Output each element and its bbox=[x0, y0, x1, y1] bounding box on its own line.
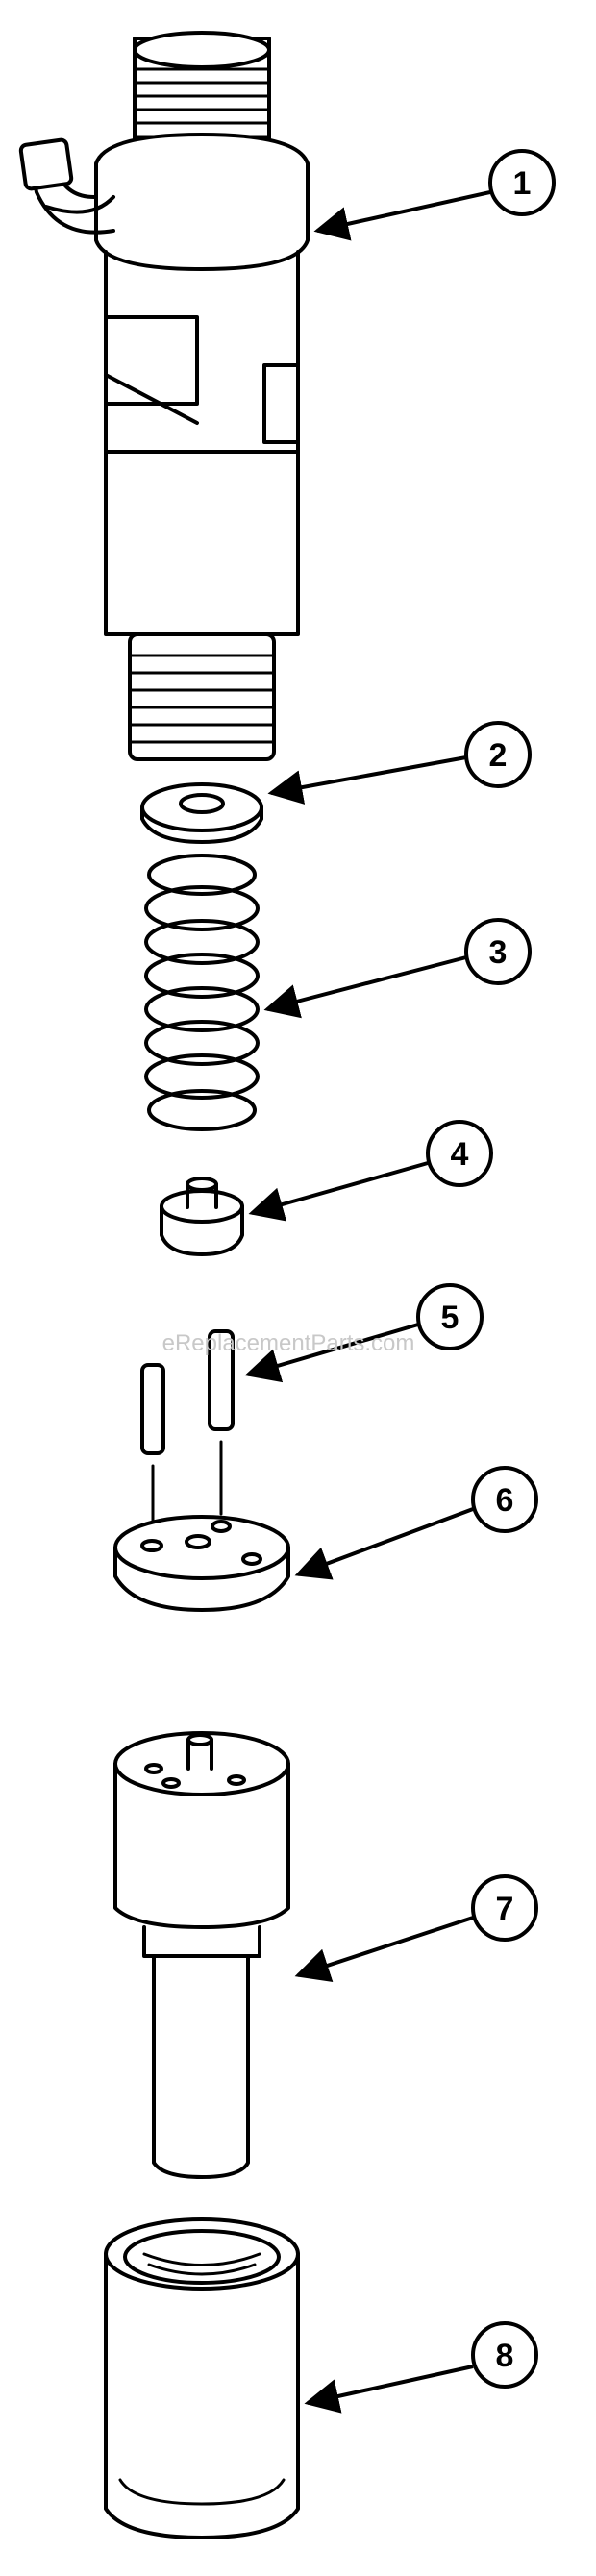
spring-seat-drawing bbox=[160, 1177, 244, 1256]
callout-label-1: 1 bbox=[513, 165, 532, 202]
leader-arrow-8 bbox=[304, 2365, 474, 2414]
dowel-pins-drawing bbox=[140, 1329, 235, 1535]
callout-label-5: 5 bbox=[441, 1300, 459, 1336]
nozzle-drawing bbox=[113, 1731, 290, 2179]
leader-arrow-2 bbox=[267, 755, 467, 805]
leader-arrows bbox=[244, 190, 491, 2414]
washer-drawing bbox=[140, 782, 263, 844]
callout-label-3: 3 bbox=[489, 934, 508, 971]
leader-arrow-5 bbox=[244, 1323, 419, 1383]
leader-arrow-1 bbox=[313, 190, 491, 241]
leader-arrow-4 bbox=[248, 1161, 429, 1222]
callout-label-2: 2 bbox=[489, 737, 508, 774]
callout-label-8: 8 bbox=[496, 2338, 514, 2374]
callout-circles bbox=[416, 149, 556, 2389]
callout-label-4: 4 bbox=[451, 1136, 469, 1173]
leader-arrow-6 bbox=[294, 1507, 474, 1580]
watermark-text: eReplacementParts.com bbox=[162, 1330, 415, 1356]
callout-label-7: 7 bbox=[496, 1891, 514, 1927]
spacer-plate-drawing bbox=[113, 1515, 290, 1612]
leader-arrow-3 bbox=[263, 955, 467, 1019]
leader-arrow-7 bbox=[294, 1916, 474, 1982]
callout-label-6: 6 bbox=[496, 1482, 514, 1519]
spring-drawing bbox=[144, 854, 260, 1131]
injector-body-drawing bbox=[18, 31, 310, 761]
nozzle-nut-drawing bbox=[104, 2217, 300, 2539]
